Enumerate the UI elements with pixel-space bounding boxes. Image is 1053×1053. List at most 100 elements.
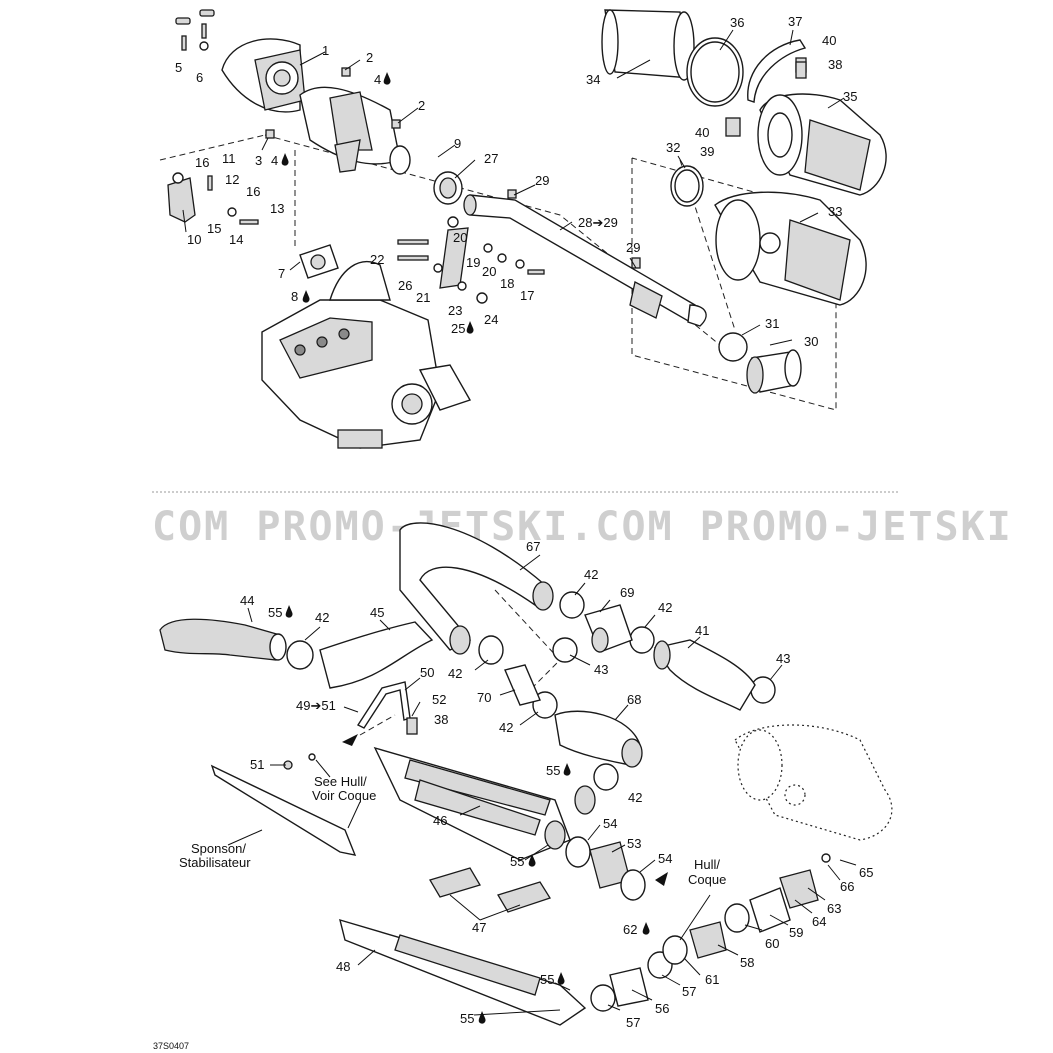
hose-44: [159, 618, 287, 661]
hose-41: [653, 639, 756, 711]
callout-12: 12: [225, 172, 239, 187]
fittings-58-66: [662, 853, 831, 965]
watermark: COM PROMO-JETSKI.COM PROMO-JETSKI: [152, 504, 1013, 550]
bolts-5-6: [175, 9, 215, 51]
callout-21: 21: [416, 290, 430, 305]
hose-45: [319, 621, 434, 689]
callout-42a: 42: [584, 567, 598, 582]
callout-51: 51: [250, 757, 264, 772]
callout-58: 58: [740, 955, 754, 970]
callout-9: 9: [454, 136, 461, 151]
callout-35: 35: [843, 89, 857, 104]
callout-56: 56: [655, 1001, 669, 1016]
callout-7: 7: [278, 266, 285, 281]
rings-53-54: [565, 836, 646, 901]
callout-52: 52: [432, 692, 446, 707]
callout-43a: 43: [776, 651, 790, 666]
callout-38a: 38: [828, 57, 842, 72]
arrow-icon: [342, 734, 358, 746]
gasket-7: [299, 244, 339, 279]
callout-17: 17: [520, 288, 534, 303]
callout-3: 3: [255, 153, 262, 168]
fittings-2-3-4: [265, 67, 401, 139]
clamp-27: [433, 171, 463, 205]
callout-14: 14: [229, 232, 243, 247]
callout-19: 19: [466, 255, 480, 270]
callout-55b: 55: [546, 763, 560, 778]
callout-63: 63: [827, 901, 841, 916]
note-stabilisateur: Stabilisateur: [179, 855, 251, 870]
callout-34: 34: [586, 72, 600, 87]
callout-1: 1: [322, 43, 329, 58]
callout-66: 66: [840, 879, 854, 894]
muffler-body-33: [714, 191, 867, 306]
notes: See Hull/ Voir Coque Sponson/ Stabilisat…: [179, 774, 726, 887]
bracket-10: [167, 172, 259, 225]
callout-23: 23: [448, 303, 462, 318]
callout-68: 68: [627, 692, 641, 707]
drawing-code: 37S0407: [153, 1041, 189, 1051]
clamp-32: [670, 165, 704, 207]
callout-33: 33: [828, 204, 842, 219]
note-voir-coque: Voir Coque: [312, 788, 376, 803]
callout-42d: 42: [448, 666, 462, 681]
callout-37: 37: [788, 14, 802, 29]
callout-15: 15: [207, 221, 221, 236]
callout-55d: 55: [540, 972, 554, 987]
callout-26: 26: [398, 278, 412, 293]
pads-47: [429, 867, 551, 913]
drop-icon: [478, 1011, 486, 1024]
exhaust-pipe-28: [463, 194, 707, 327]
callout-54a: 54: [603, 816, 617, 831]
callout-13: 13: [270, 201, 284, 216]
callout-22: 22: [370, 252, 384, 267]
exhaust-sections-46: [373, 746, 596, 861]
callout-8: 8: [291, 289, 298, 304]
callout-61: 61: [705, 972, 719, 987]
direction-arrows: [342, 734, 668, 886]
callout-29b: 29: [626, 240, 640, 255]
lower-assembly: [159, 522, 893, 1026]
callout-40b: 40: [695, 125, 709, 140]
callout-20a: 20: [453, 230, 467, 245]
clamps-42: [286, 591, 655, 791]
callout-43b: 43: [594, 662, 608, 677]
tee-69: [584, 604, 633, 653]
note-hull: Hull/: [694, 857, 720, 872]
muffler-reference: [734, 724, 893, 841]
upper-assembly: [159, 9, 887, 449]
callout-70: 70: [477, 690, 491, 705]
callout-45: 45: [370, 605, 384, 620]
drop-icon: [563, 763, 571, 776]
callout-labels: 1 2 4 2 5 6 9 27 3 4 16 11 12 16 13 15 1…: [175, 14, 873, 1030]
arrow-icon: [655, 872, 668, 886]
engine-block: [261, 261, 472, 449]
callout-60: 60: [765, 936, 779, 951]
callout-2a: 2: [366, 50, 373, 65]
callout-5: 5: [175, 60, 182, 75]
centerline-lower-2: [359, 714, 396, 736]
callout-25: 25: [451, 321, 465, 336]
callout-46: 46: [433, 813, 447, 828]
drop-icon: [528, 854, 536, 867]
drop-icon: [466, 321, 474, 334]
callout-39: 39: [700, 144, 714, 159]
callout-27: 27: [484, 151, 498, 166]
leader-lines: [182, 29, 857, 1016]
callout-2b: 2: [418, 98, 425, 113]
drop-icon: [383, 72, 391, 85]
callout-20b: 20: [482, 264, 496, 279]
callout-40a: 40: [822, 33, 836, 48]
callout-67: 67: [526, 539, 540, 554]
callout-36: 36: [730, 15, 744, 30]
exhaust-manifold-1: [221, 38, 411, 175]
muffler-35: [757, 93, 887, 196]
callout-44: 44: [240, 593, 254, 608]
tube-67: [399, 522, 554, 655]
callout-57b: 57: [626, 1015, 640, 1030]
note-sponson: Sponson/: [191, 841, 246, 856]
note-coque: Coque: [688, 872, 726, 887]
callout-42c: 42: [315, 610, 329, 625]
callout-24: 24: [484, 312, 498, 327]
callout-29a: 29: [535, 173, 549, 188]
